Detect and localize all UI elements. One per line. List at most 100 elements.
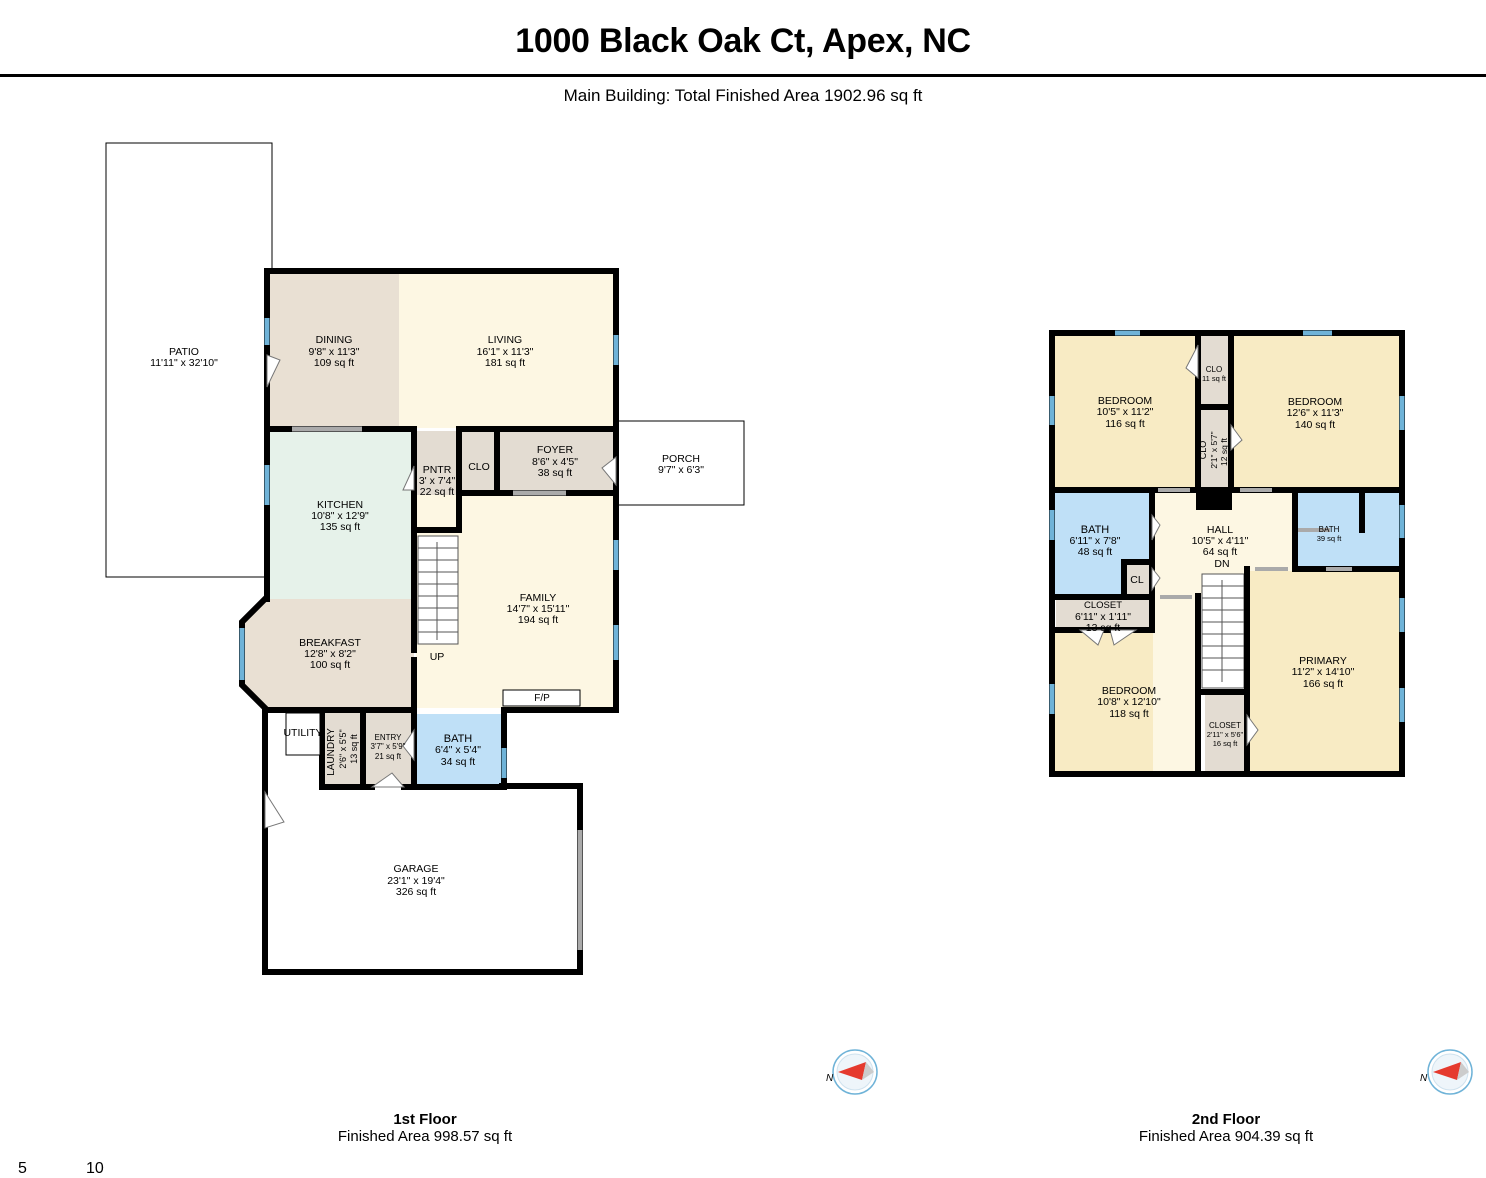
fp-label: F/P — [534, 693, 550, 704]
patio-area — [105, 142, 273, 578]
bath1-fill — [416, 714, 504, 786]
garage-area: 326 sq ft — [396, 886, 436, 898]
pntr-dims: 3' x 7'4" — [419, 475, 456, 487]
foyer-area: 38 sq ft — [538, 467, 573, 479]
living-area: 181 sq ft — [485, 357, 525, 369]
floor-2-caption: 2nd Floor Finished Area 904.39 sq ft — [1076, 1111, 1376, 1145]
pntr-name: PNTR — [423, 464, 452, 476]
kitchen-name: KITCHEN — [317, 499, 363, 511]
primary-dims: 11'2" x 14'10" — [1292, 666, 1355, 678]
laundry-name: LAUNDRY — [326, 728, 337, 776]
entry-dims: 3'7" x 5'9" — [371, 742, 406, 751]
laundry-fill — [323, 711, 363, 786]
floor-2-doors — [1078, 344, 1259, 747]
compass-north-label: N — [826, 1073, 834, 1084]
scale-mark-10: 10 — [86, 1160, 104, 1177]
floor-1-name: 1st Floor — [393, 1111, 457, 1128]
scale-mark-5: 5 — [18, 1160, 27, 1177]
bath1-dims: 6'4" x 5'4" — [435, 744, 481, 756]
hall-dims: 10'5" x 4'11" — [1192, 535, 1249, 547]
dn-label: DN — [1214, 558, 1229, 570]
floor-2-area: Finished Area 904.39 sq ft — [1138, 1128, 1314, 1145]
bedroom-ne-dims: 12'6" x 11'3" — [1287, 407, 1344, 419]
floor-2-openings — [1158, 488, 1352, 599]
compass-icon: N — [826, 1049, 878, 1095]
closet-s-dims: 2'11" x 5'6" — [1207, 730, 1244, 739]
cl-fill — [1124, 564, 1150, 594]
living-name: LIVING — [488, 334, 522, 346]
floor-1-openings — [292, 426, 583, 950]
closet-w-dims: 6'11" x 1'11" — [1075, 611, 1131, 623]
patio-dims: 11'11" x 32'10" — [150, 357, 218, 369]
patio-name: PATIO — [169, 346, 199, 358]
pntr-area: 22 sq ft — [420, 486, 455, 498]
bedroom-ne-fill — [1232, 335, 1400, 490]
dining-fill — [268, 273, 399, 428]
utility-label: UTILITY — [283, 727, 322, 739]
primary-area: 166 sq ft — [1303, 678, 1343, 690]
garage-fill — [265, 786, 580, 972]
bedroom-sw-area: 118 sq ft — [1109, 708, 1149, 720]
breakfast-fill — [242, 599, 414, 708]
bedroom-nw-fill — [1054, 335, 1197, 490]
fireplace — [502, 689, 581, 707]
title-divider — [0, 74, 1486, 77]
laundry-area: 13 sq ft — [349, 734, 359, 764]
laundry-dims: 2'6" x 5'5" — [338, 729, 348, 768]
clo-top-area: 11 sq ft — [1202, 374, 1227, 383]
hall-area: 64 sq ft — [1203, 546, 1238, 558]
clo-fill — [461, 431, 497, 491]
closet-w-name: CLOSET — [1084, 600, 1122, 611]
foyer-fill — [498, 431, 614, 491]
clo-mid-fill — [1200, 410, 1230, 488]
compass-north-label: N — [1420, 1073, 1428, 1084]
entry-name: ENTRY — [375, 733, 403, 742]
utility-box — [285, 712, 321, 756]
primary-name: PRIMARY — [1299, 655, 1347, 667]
plan-title: 1000 Black Oak Ct, Apex, NC — [515, 22, 971, 60]
bedroom-sw-dims: 10'8" x 12'10" — [1097, 696, 1161, 708]
bedroom-nw-name: BEDROOM — [1098, 395, 1152, 407]
clo-top-name: CLO — [1206, 365, 1222, 374]
floor-1-doors — [264, 354, 617, 829]
foyer-name: FOYER — [537, 444, 574, 456]
chimney-block — [1196, 488, 1232, 510]
clo-mid-name: CLO — [1198, 441, 1208, 460]
closet-s-name: CLOSET — [1209, 721, 1241, 730]
living-fill — [399, 273, 614, 428]
bedroom-nw-area: 116 sq ft — [1105, 418, 1145, 430]
hall-name: HALL — [1207, 524, 1233, 536]
floor-1-caption: 1st Floor Finished Area 998.57 sq ft — [275, 1111, 575, 1145]
entry-area: 21 sq ft — [375, 752, 402, 761]
closet-w-fill — [1056, 600, 1150, 630]
closet-w-area: 13 sq ft — [1086, 622, 1121, 634]
bath-w-name: BATH — [1081, 524, 1110, 536]
family-name: FAMILY — [520, 592, 557, 604]
dining-area: 109 sq ft — [314, 357, 354, 369]
breakfast-dims: 12'8" x 8'2" — [304, 648, 356, 660]
floor-2-plan — [1049, 330, 1405, 777]
floor-1-area: Finished Area 998.57 sq ft — [337, 1128, 513, 1145]
dining-dims: 9'8" x 11'3" — [309, 346, 360, 358]
breakfast-name: BREAKFAST — [299, 637, 361, 649]
closet-s-area: 16 sq ft — [1213, 739, 1239, 748]
porch-name: PORCH — [662, 453, 700, 465]
bath1-name: BATH — [444, 733, 473, 745]
primary-fill — [1248, 571, 1400, 772]
kitchen-fill — [268, 431, 414, 599]
bedroom-sw-name: BEDROOM — [1102, 685, 1156, 697]
bedroom-nw-dims: 10'5" x 11'2" — [1097, 406, 1154, 418]
bath-w-dims: 6'11" x 7'8" — [1070, 535, 1121, 547]
family-dims: 14'7" x 15'11" — [507, 603, 570, 615]
porch-dims: 9'7" x 6'3" — [658, 464, 704, 476]
living-dims: 16'1" x 11'3" — [477, 346, 534, 358]
garage-dims: 23'1" x 19'4" — [387, 875, 445, 887]
kitchen-dims: 10'8" x 12'9" — [311, 510, 369, 522]
cl-name: CL — [1130, 574, 1144, 586]
floor-1-plan — [105, 142, 745, 975]
clo-name: CLO — [468, 461, 490, 473]
stairs-down — [1201, 573, 1245, 689]
dining-name: DINING — [316, 334, 353, 346]
bedroom-ne-name: BEDROOM — [1288, 396, 1342, 408]
